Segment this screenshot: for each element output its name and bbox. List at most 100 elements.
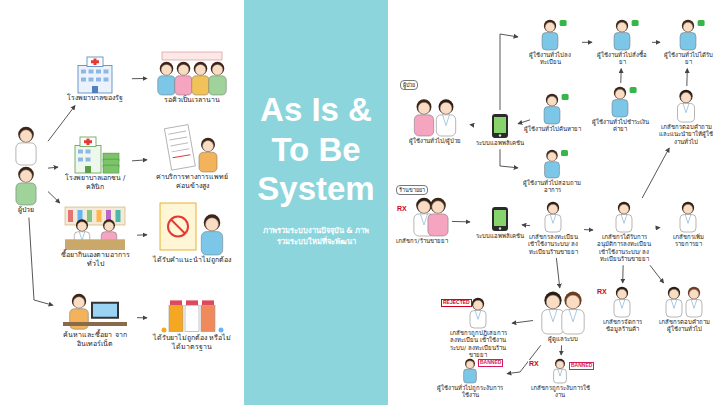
icon-shape [492, 114, 508, 138]
icon-shape [617, 22, 627, 32]
icon-figure [150, 51, 234, 96]
icon-shape [204, 214, 221, 231]
icon-shape [169, 305, 183, 331]
icon-figure [473, 113, 527, 139]
icon-shape [616, 215, 632, 232]
icon-shape [671, 300, 677, 309]
icon-figure [521, 19, 579, 51]
flow-arrow [522, 224, 530, 226]
icon-shape [616, 287, 628, 299]
icon-shape [494, 210, 506, 226]
icon-shape [96, 78, 101, 82]
icon-shape [683, 22, 693, 32]
node-label: เภสัชกร/ร้านขายยา [395, 237, 449, 244]
problem-item: ได้รับยาไม่ถูกต้อง หรือไม่ได้มาตรฐาน [149, 285, 235, 352]
icon-shape [545, 162, 560, 178]
icon-figure [659, 89, 713, 123]
node-label: ค่าบริการทางการแพทย์ค่อนข้างสูง [150, 173, 234, 190]
flow-arrow [622, 265, 623, 283]
icon-shape [569, 310, 577, 322]
flow-arrow [556, 258, 559, 288]
icon-shape [20, 130, 32, 142]
node-label: โรงพยาบาลเอกชน /คลินิก [61, 174, 129, 191]
icon-shape [79, 232, 85, 241]
icon-shape [619, 204, 629, 214]
process-item: ผู้ใช้งานทั่วไปสอบถามอาการ [520, 148, 584, 195]
icon-shape [680, 215, 696, 232]
icon-shape [65, 207, 125, 225]
flow-arrow [470, 124, 472, 125]
icon-shape [116, 210, 121, 222]
icon-shape [97, 210, 102, 222]
icon-shape [170, 300, 182, 305]
icon-shape [162, 328, 167, 333]
node-label: รอคิวเป็นเวลานาน [150, 96, 234, 105]
icon-shape [440, 102, 452, 114]
icon-shape [186, 300, 198, 305]
flow-arrow [48, 192, 60, 203]
rx-sign: RX [528, 360, 540, 368]
node-label: ผู้ใช้งานทั่วไปสอบถามอาการ [521, 179, 583, 194]
icon-shape [549, 310, 557, 322]
icon-shape [91, 302, 119, 319]
icon-shape [443, 115, 450, 126]
node-label: เภสัชกรจัดการข้อมูลร้านค้า [595, 318, 649, 333]
icon-shape [78, 158, 83, 162]
node-label: ผู้ใช้งานทั่วไปได้รับยา [663, 51, 713, 66]
icon-shape [668, 287, 680, 299]
problem-item: ได้รับคำแนะนำไม่ถูกต้อง [149, 200, 235, 266]
app-item: ระบบแอพพลิเคชัน [472, 205, 528, 240]
icon-shape [436, 115, 455, 136]
icon-shape [169, 137, 187, 140]
rx-sign: RX [396, 205, 408, 213]
flow-arrow [652, 42, 660, 43]
process-item: ผู้ใช้งานทั่วไปค้นหายา [520, 92, 584, 133]
icon-shape [499, 134, 501, 136]
icon-shape [681, 92, 691, 102]
icon-shape [432, 201, 444, 213]
flow-arrow [29, 218, 53, 306]
icon-shape [91, 60, 99, 63]
icon-shape [18, 167, 34, 183]
rx-sign: RX [596, 288, 608, 296]
icon-shape [202, 141, 213, 152]
icon-shape [688, 287, 700, 299]
icon-shape [546, 150, 557, 161]
icon-shape [65, 239, 125, 250]
icon-shape [619, 300, 625, 309]
node-label: โรงพยาบาลของรัฐ [61, 94, 129, 103]
icon-figure [395, 197, 449, 237]
icon-shape [178, 64, 189, 75]
icon-shape [104, 222, 114, 232]
icon-shape [464, 369, 477, 383]
banned-stamp: BANNED [478, 359, 503, 367]
icon-shape [87, 210, 92, 222]
icon-shape [201, 138, 215, 152]
icon-shape [562, 94, 569, 100]
node-label: ผู้ใช้งานทั่วไปชำระเงินค่ายา [591, 118, 649, 133]
node-label: ผู้ป่วย [7, 206, 45, 215]
icon-shape [614, 300, 630, 317]
icon-shape [547, 152, 556, 161]
node-label: เภสัชกรตอบคำถามผู้ใช้งานทั่วไป [657, 318, 711, 333]
flow-arrow [686, 69, 687, 86]
icon-shape [175, 76, 193, 95]
icon-shape [669, 289, 679, 299]
icon-shape [201, 305, 215, 331]
icon-shape [472, 298, 484, 310]
node-label: ระบบแอพพลิเคชัน [473, 139, 527, 146]
icon-shape [677, 103, 694, 122]
icon-shape [691, 300, 697, 309]
icon-shape [92, 86, 98, 93]
pharmacy-item: ซื้อยากินเองตามอาการทั่วไป [55, 205, 135, 269]
icon-shape [81, 70, 86, 74]
process-item: เภสัชกรลงทะเบียน เข้าใช้งานระบบ/ ลงทะเบี… [524, 200, 582, 256]
icon-shape [219, 328, 224, 333]
icon-shape [172, 149, 190, 152]
icon-shape [473, 300, 483, 310]
icon-shape [470, 311, 486, 328]
icon-shape [418, 201, 430, 213]
icon-figure [150, 286, 234, 334]
icon-shape [494, 117, 506, 133]
